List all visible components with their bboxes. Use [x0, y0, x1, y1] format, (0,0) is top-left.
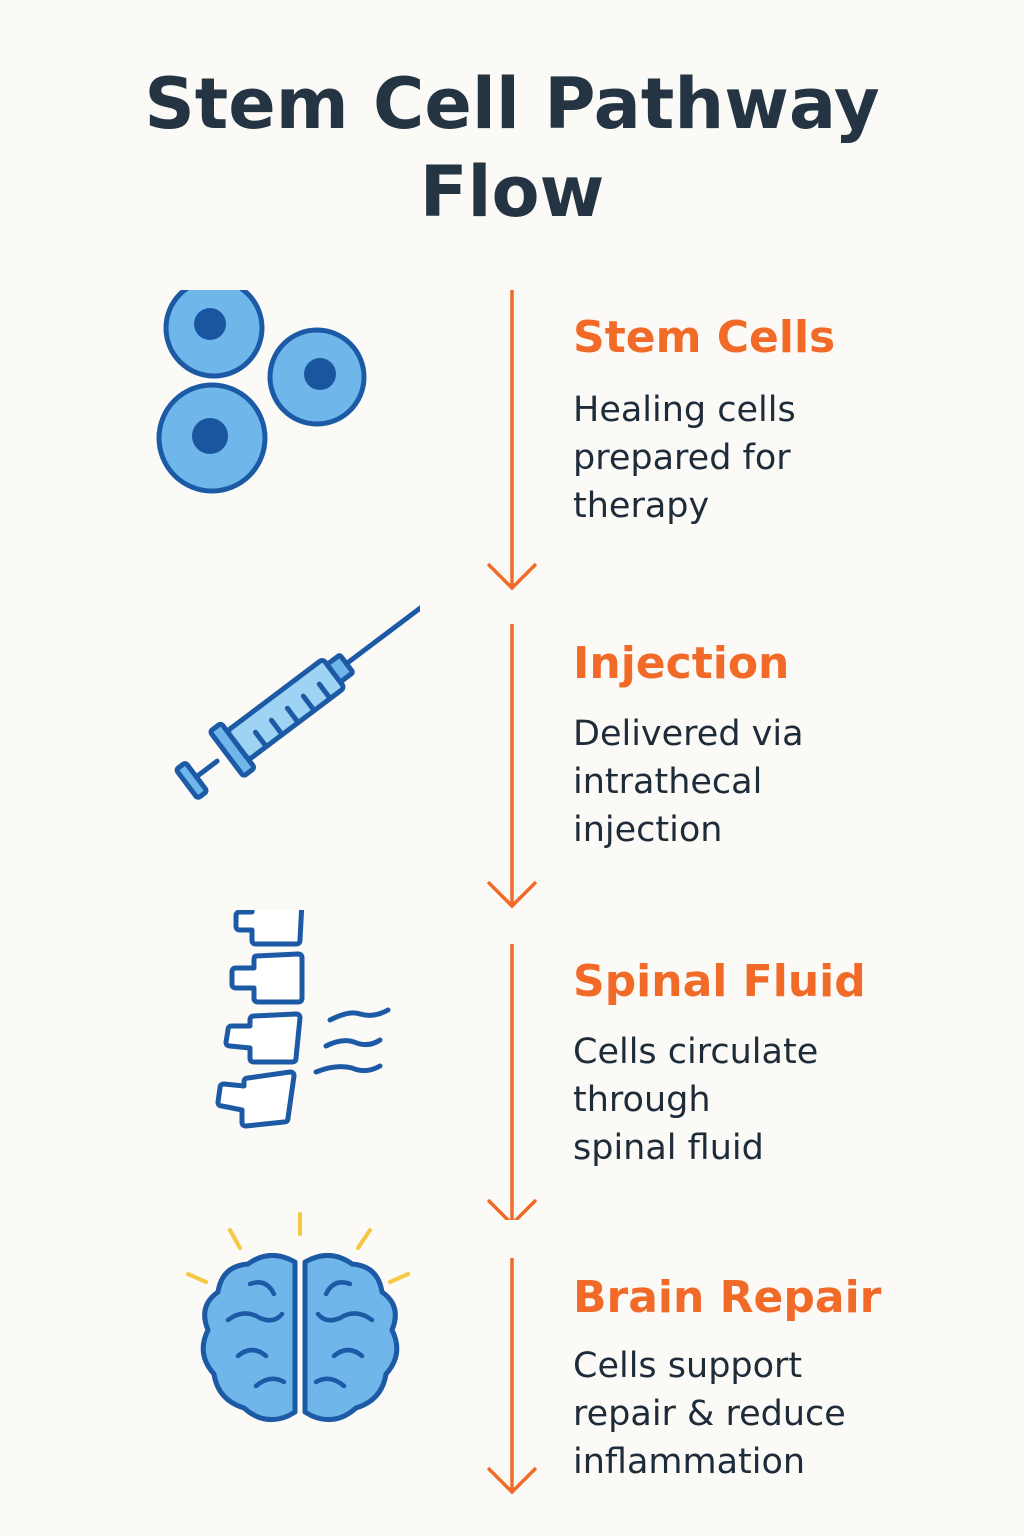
page-title: Stem Cell Pathway Flow [0, 60, 1024, 236]
flow-step-stem-cells: Stem Cells Healing cells prepared for th… [0, 277, 1024, 610]
step-title: Stem Cells [573, 312, 836, 363]
flow-step-spinal-fluid: Spinal Fluid Cells circulate through spi… [0, 895, 1024, 1230]
page-title-line-2: Flow [419, 151, 605, 233]
spine-icon [140, 895, 420, 1170]
step-description: Delivered via intrathecal injection [573, 714, 804, 850]
flow-arrow-3 [486, 910, 538, 1227]
flow-step-injection: Injection Delivered via intrathecal inje… [0, 600, 1024, 920]
step-title: Brain Repair [573, 1272, 882, 1323]
step-description: Healing cells prepared for therapy [573, 390, 796, 526]
syringe-icon [140, 600, 426, 860]
flow-arrow-4 [486, 1210, 538, 1520]
step-title: Injection [573, 638, 790, 689]
flow-arrow-1 [486, 290, 538, 600]
page-title-line-1: Stem Cell Pathway [144, 63, 880, 145]
flow-step-brain-repair: Brain Repair Cells support repair & redu… [0, 1210, 1024, 1530]
step-description: Cells circulate through spinal fluid [573, 1032, 819, 1168]
step-description: Cells support repair & reduce inflammati… [573, 1346, 846, 1482]
brain-icon [140, 1210, 420, 1470]
stem-cells-icon [140, 277, 420, 550]
step-title: Spinal Fluid [573, 956, 866, 1007]
flow-arrow-2 [486, 600, 538, 910]
